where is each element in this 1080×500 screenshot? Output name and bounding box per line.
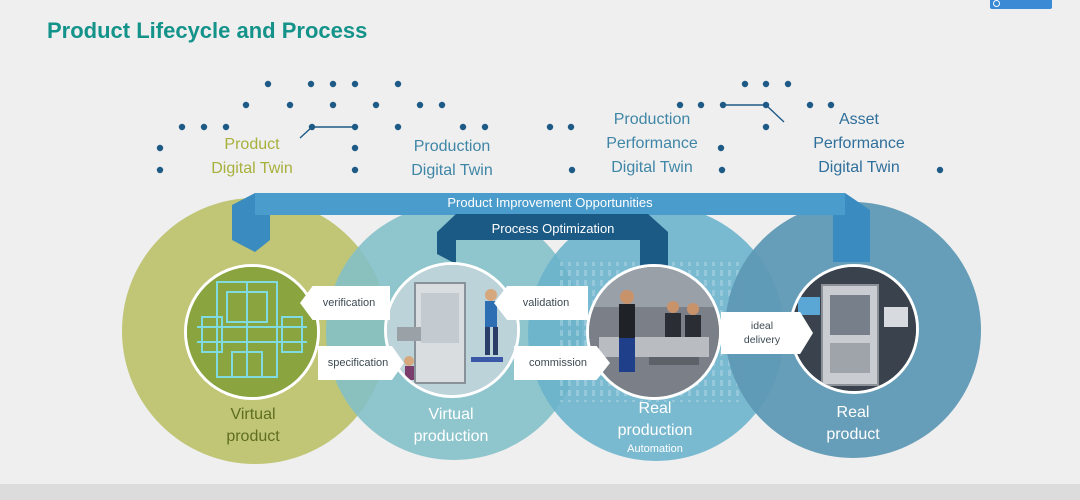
twin-line: Performance xyxy=(813,135,905,152)
improvement-banner-top xyxy=(255,193,845,215)
dot-links xyxy=(299,104,785,139)
specification-arrow: specification xyxy=(318,346,404,380)
twin-line: Digital Twin xyxy=(211,160,293,177)
link-icon xyxy=(993,0,1000,7)
dot-group xyxy=(156,80,944,174)
twin-line: Production xyxy=(413,138,491,155)
twin-line: Digital Twin xyxy=(818,159,900,176)
real-product-image xyxy=(789,264,919,394)
stage-line: Virtual xyxy=(230,406,276,423)
stage-line: Real xyxy=(638,400,672,417)
twin-line: Performance xyxy=(606,135,698,152)
virtual-product-label: Virtual product xyxy=(198,404,308,448)
stage-line: Real xyxy=(836,404,870,421)
stage-line: product xyxy=(826,426,880,443)
equipment-icon xyxy=(792,267,916,391)
twin-line: Digital Twin xyxy=(411,162,493,179)
workers-icon xyxy=(589,267,719,397)
stage-line: product xyxy=(226,428,280,445)
virtual-production-image xyxy=(384,262,520,398)
cad-wireframe-icon xyxy=(187,267,317,397)
dot-network xyxy=(156,80,944,174)
corner-badge[interactable] xyxy=(990,0,1052,9)
product-improvement-banner: Product Improvement Opportunities xyxy=(447,195,653,210)
commission-arrow: commission xyxy=(514,346,610,380)
twin-line: Production xyxy=(613,111,691,128)
virtual-production-label: Virtual production xyxy=(396,404,506,448)
twin-line: Product xyxy=(224,136,280,153)
ideal-delivery-arrow: ideal delivery xyxy=(721,312,813,354)
twin-line: Digital Twin xyxy=(611,159,693,176)
real-production-automation-label: Real production Automation xyxy=(598,398,712,456)
page-title: Product Lifecycle and Process xyxy=(47,18,368,43)
machine-operator-icon xyxy=(387,265,517,395)
process-optimization-banner: Process Optimization xyxy=(491,221,615,236)
stage-line: production xyxy=(413,428,489,445)
product-digital-twin-label: Product Digital Twin xyxy=(196,133,308,181)
process-banner-shape xyxy=(437,214,668,268)
stage-line: Virtual xyxy=(428,406,474,423)
automation-sublabel: Automation xyxy=(627,443,683,455)
arrow-line: delivery xyxy=(743,334,781,346)
verification-arrow: verification xyxy=(300,286,390,320)
stage-line: production xyxy=(617,422,693,439)
bottom-bar xyxy=(0,484,1080,500)
arrow-line: ideal xyxy=(750,320,774,332)
real-product-label: Real product xyxy=(798,402,908,446)
validation-arrow: validation xyxy=(494,286,588,320)
asset-performance-digital-twin-label: Asset Performance Digital Twin xyxy=(800,108,918,180)
real-production-image xyxy=(586,264,722,400)
production-digital-twin-label: Production Digital Twin xyxy=(392,135,512,183)
twin-line: Asset xyxy=(838,111,879,128)
production-performance-digital-twin-label: Production Performance Digital Twin xyxy=(590,108,714,180)
virtual-product-image xyxy=(184,264,320,400)
